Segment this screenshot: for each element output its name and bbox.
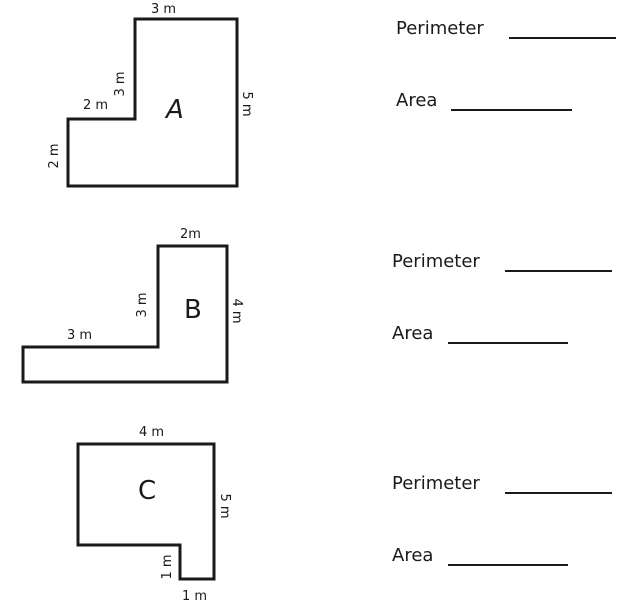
shape-c-outline bbox=[76, 442, 216, 581]
shape-b-perimeter-input[interactable] bbox=[505, 270, 612, 272]
shape-c-perimeter-label: Perimeter bbox=[392, 473, 480, 494]
shape-a-right-dim: 5 m bbox=[239, 91, 254, 116]
shape-b-outline bbox=[21, 244, 229, 384]
shape-a: 3 m 2 m 3 m 2 m 5 m A bbox=[47, 2, 254, 188]
shape-b-perimeter-label: Perimeter bbox=[392, 251, 480, 272]
shape-c-notch-dim: 1 m bbox=[160, 554, 175, 579]
shape-a-step-dim: 2 m bbox=[83, 98, 108, 113]
shape-c-right-dim: 5 m bbox=[217, 493, 232, 518]
shape-b-area-input[interactable] bbox=[448, 342, 568, 344]
shape-c-area-input[interactable] bbox=[448, 564, 568, 566]
shape-c-top-dim: 4 m bbox=[139, 425, 164, 440]
shape-a-left-dim: 2 m bbox=[47, 143, 62, 168]
shape-a-area-input[interactable] bbox=[451, 109, 572, 111]
shape-a-upper-left-dim: 3 m bbox=[113, 71, 128, 96]
shape-b-top-dim: 2m bbox=[180, 227, 201, 242]
shape-b-label: B bbox=[184, 295, 202, 325]
shape-c: 4 m 5 m 1 m 1 m C bbox=[76, 425, 232, 604]
shape-b-area-label: Area bbox=[392, 323, 434, 344]
shape-b: 2m 3 m 3 m 4 m B bbox=[21, 227, 244, 384]
shape-a-area-label: Area bbox=[396, 90, 438, 111]
shape-a-label: A bbox=[164, 95, 184, 125]
shape-a-perimeter-label: Perimeter bbox=[396, 18, 484, 39]
shape-a-perimeter-input[interactable] bbox=[509, 37, 616, 39]
shape-a-outline bbox=[66, 17, 239, 188]
shape-a-top-dim: 3 m bbox=[151, 2, 176, 17]
shape-c-bottom-dim: 1 m bbox=[182, 589, 207, 604]
shape-c-label: C bbox=[138, 476, 156, 506]
shape-c-area-label: Area bbox=[392, 545, 434, 566]
shape-b-step-dim: 3 m bbox=[67, 328, 92, 343]
shape-b-inner-vertical-dim: 3 m bbox=[135, 292, 150, 317]
shape-c-perimeter-input[interactable] bbox=[505, 492, 612, 494]
shape-b-right-dim: 4 m bbox=[229, 298, 244, 323]
